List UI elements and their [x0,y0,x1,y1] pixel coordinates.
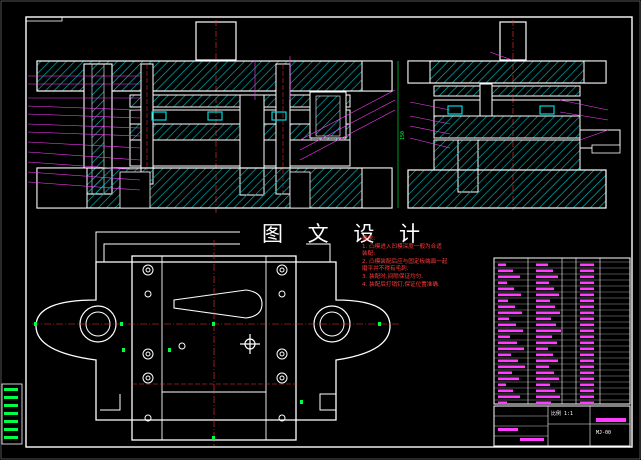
notes-line: 1. 凸模进入凹模深度一般为合适 [362,243,442,250]
table-row-entry [536,377,559,381]
notes-line: 装配: [362,251,376,258]
table-row-entry [580,317,594,321]
notes-line: 4. 装配后打销钉,保证位置准确. [362,281,440,288]
table-row-entry [498,329,523,333]
table-row-entry [498,323,516,327]
table-row-entry [498,275,520,279]
table-row-entry [580,299,594,303]
table-row-entry [580,395,594,399]
table-row-entry [536,365,549,369]
table-row-entry [498,365,525,369]
table-row-entry [580,323,594,327]
table-row-entry [536,335,552,339]
table-row-entry [498,389,513,393]
drawing-number: MJ-00 [596,430,612,436]
top-left-tag [25,16,63,22]
table-row-entry [536,305,555,309]
scale-label: 比例 1:1 [551,411,574,417]
table-row-entry [498,287,514,291]
table-row-entry [580,365,594,369]
table-row-entry [498,335,510,339]
table-row-entry [536,371,554,375]
table-row-entry [580,341,594,345]
table-row-entry [580,263,594,267]
table-row-entry [580,353,594,357]
table-row-entry [536,287,554,291]
table-row-entry [580,329,594,333]
table-row-entry [536,353,553,357]
table-row-entry [536,281,549,285]
table-row-entry [580,347,594,351]
table-row-entry [580,335,594,339]
table-row-entry [580,311,594,315]
table-row-entry [536,311,560,315]
table-row-entry [498,359,518,363]
table-row-entry [498,395,520,399]
table-row-entry [536,293,559,297]
table-row-entry [498,353,511,357]
notes-title: 要求: [362,236,376,242]
center-mark [240,334,260,354]
table-row-entry [498,281,507,285]
notes-line: 3. 装配时,间隙保证均匀. [362,273,424,280]
table-row-entry [498,341,517,345]
table-row-entry [536,317,551,321]
table-row-entry [498,293,521,297]
table-row-entry [498,317,509,321]
table-row-entry [580,281,594,285]
table-row-entry [498,263,506,267]
table-row-entry [498,305,515,309]
table-row-entry [536,395,560,399]
table-row-entry [536,269,553,273]
table-row-entry [580,305,594,309]
table-row-entry [580,401,594,405]
title-block [493,405,631,447]
table-row-entry [498,401,507,405]
lower-die-plate [36,167,393,209]
main-section-view [27,20,399,215]
side-section-view [407,20,621,210]
table-row-entry [580,389,594,393]
table-row-entry [498,311,522,315]
table-row-entry [536,299,550,303]
table-row-entry [580,269,594,273]
die-base-outline [35,261,391,421]
table-row-entry [498,371,512,375]
notes-line: 磨平并不得有毛刺. [362,266,409,273]
table-row-entry [580,383,594,387]
table-row-entry [536,347,548,351]
table-row-entry [580,371,594,375]
table-row-entry [498,347,524,351]
table-row-entry [536,263,548,267]
table-row-entry [536,389,555,393]
table-row-entry [580,275,594,279]
table-row-entry [536,383,550,387]
table-row-entry [536,341,557,345]
drawing-frame [25,16,633,448]
table-row-entry [580,287,594,291]
table-row-entry [498,377,519,381]
table-row-entry [498,269,513,273]
blanking-slot [173,289,263,319]
table-row-entry [536,329,561,333]
notes-line: 2. 凸模装配后应与固定板端面一起 [362,258,448,265]
table-row-entry [536,401,551,405]
revision-stamp [1,383,23,445]
table-row-entry [580,377,594,381]
table-row-entry [580,359,594,363]
plan-view [32,231,400,446]
table-row-entry [498,299,508,303]
table-row-entry [498,383,506,387]
table-row-entry [536,359,558,363]
technical-requirements: 要求: 1. 凸模进入凹模深度一般为合适 装配: 2. 凸模装配后应与固定板端面… [362,236,494,289]
height-dimension: 150 [400,130,406,140]
table-row-entry [536,275,558,279]
table-row-entry [536,323,556,327]
parts-list-table [493,257,631,405]
watermark-text: 图 文 设 计 [262,222,430,246]
table-row-entry [580,293,594,297]
